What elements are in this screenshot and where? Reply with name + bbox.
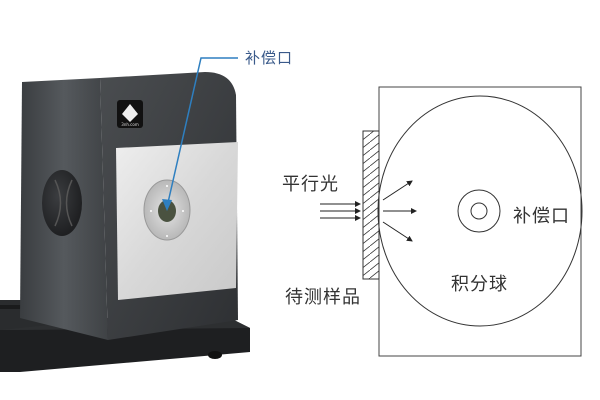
label-parallel-light: 平行光	[282, 174, 339, 195]
brand-logo: 3nh.com	[117, 100, 143, 128]
device-photo: 3nh.com	[0, 57, 250, 372]
label-integrating-sphere: 积分球	[451, 274, 508, 295]
scattered-light-arrows	[382, 180, 417, 242]
label-sample: 待测样品	[285, 287, 361, 308]
base-plate	[0, 318, 250, 372]
side-port-cap	[42, 170, 82, 236]
callout-label-compensation-port: 补偿口	[245, 49, 294, 67]
compensation-port-inner	[470, 202, 488, 220]
label-compensation-port: 补偿口	[513, 206, 570, 227]
callout-line	[166, 57, 238, 208]
integrating-sphere-diagram	[320, 86, 583, 357]
foot	[208, 351, 222, 359]
compensation-port-outer	[457, 189, 501, 233]
svg-text:3nh.com: 3nh.com	[121, 122, 139, 127]
sample-hatched	[362, 130, 380, 280]
callout-arrowhead	[162, 199, 172, 211]
parallel-light-arrows	[320, 201, 361, 221]
